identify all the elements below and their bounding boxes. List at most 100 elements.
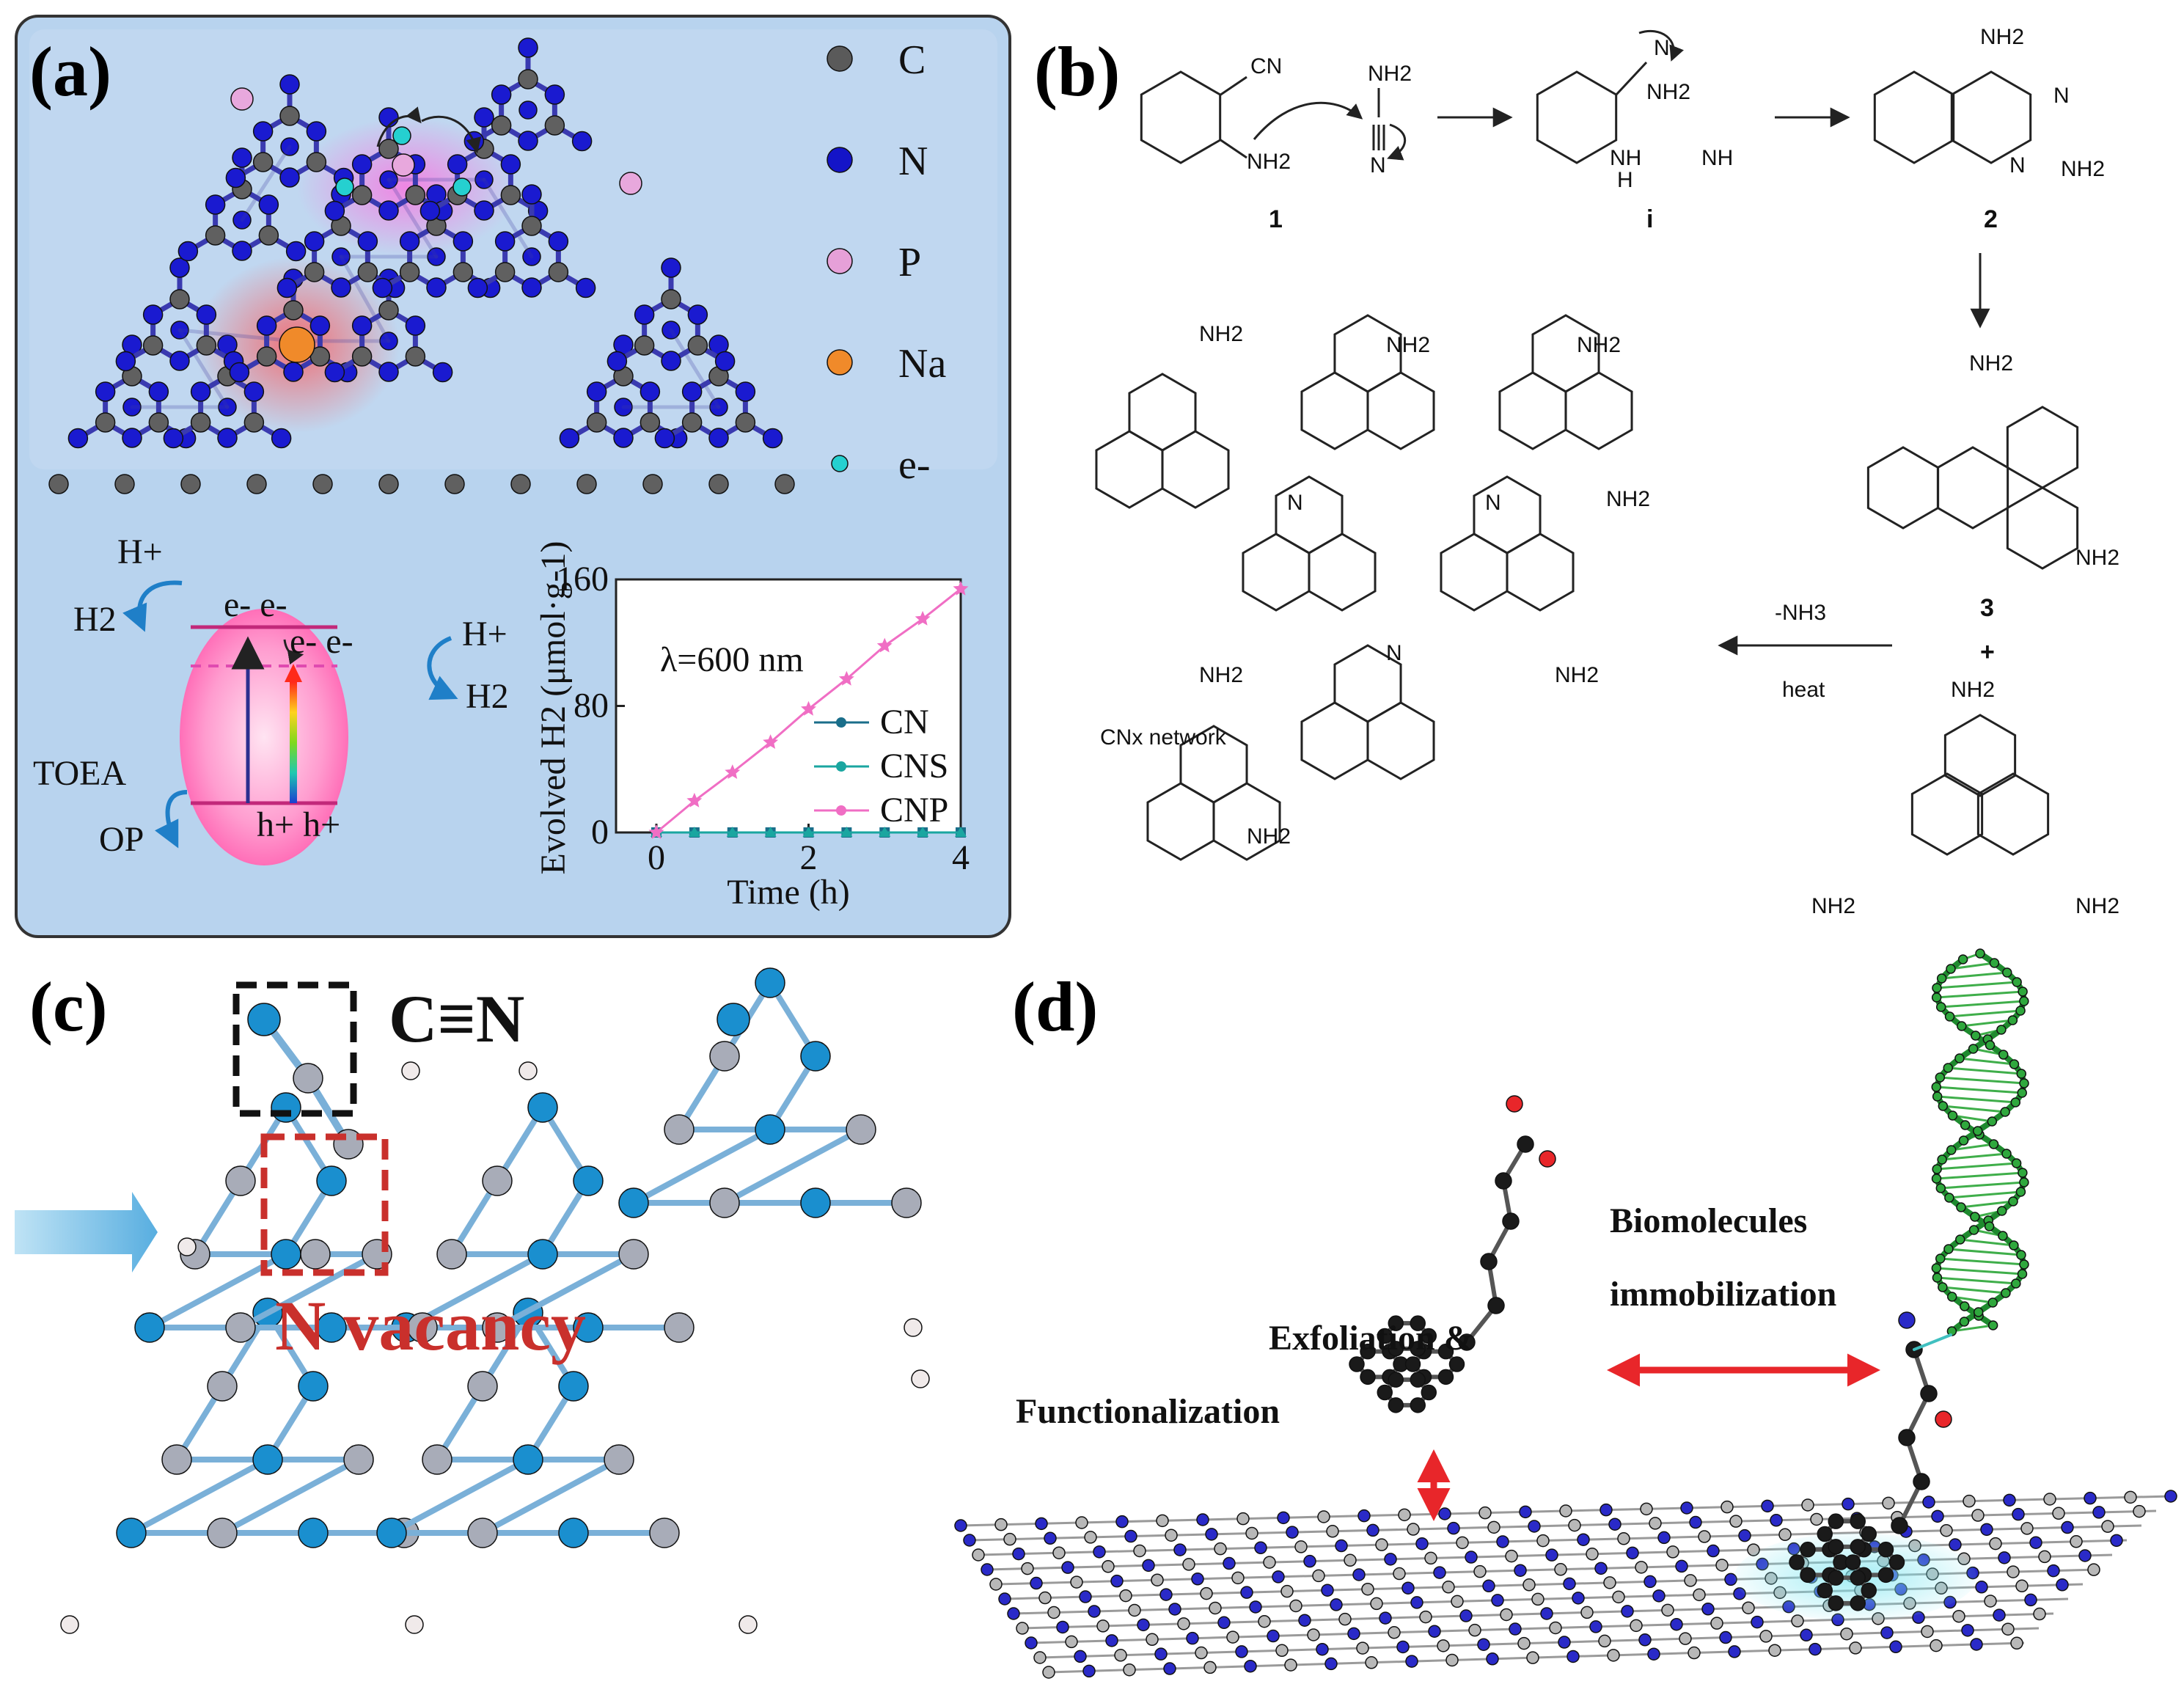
sheet-atom xyxy=(1182,1558,1195,1571)
sheet-atom xyxy=(1074,1650,1087,1663)
sheet-atom xyxy=(1357,1509,1371,1523)
dna-backbone-atom xyxy=(1944,1193,1954,1203)
sheet-atom xyxy=(1401,1581,1415,1595)
dna-backbone-atom xyxy=(1960,1301,1970,1311)
sheet-atom xyxy=(1680,1501,1693,1515)
sheet-atom xyxy=(1626,1546,1639,1560)
carbon-atom xyxy=(681,412,703,433)
sheet-atom xyxy=(1608,1518,1621,1531)
nitrogen-atom xyxy=(298,1518,329,1548)
sheet-atom xyxy=(2078,1549,2092,1562)
nitrogen-atom xyxy=(491,84,512,105)
carbon-atom xyxy=(735,412,756,433)
nitrogen-atom xyxy=(427,247,446,266)
bond xyxy=(1219,76,1247,97)
sheet-atom xyxy=(1761,1499,1774,1513)
sheet-atom xyxy=(1321,1584,1334,1597)
dna-backbone-atom xyxy=(1932,1091,1943,1102)
nitrogen-atom xyxy=(571,131,593,152)
nitrogen-atom xyxy=(755,967,785,998)
nitrogen-atom xyxy=(280,137,299,156)
nitrogen-atom xyxy=(218,398,237,417)
bond xyxy=(1947,1248,2023,1256)
dna-backbone-atom xyxy=(1957,954,1968,964)
adsorbed-pyrene-atom xyxy=(1844,1554,1861,1570)
cnx-nh2: NH2 xyxy=(1199,663,1243,687)
vacancy-adjacent-carbon xyxy=(300,1239,331,1270)
sheet-atom xyxy=(1738,1529,1751,1542)
nitrogen-atom xyxy=(558,1518,589,1548)
sheet-atom xyxy=(1496,1535,1509,1548)
cnx-nh2: NH2 xyxy=(1386,333,1430,357)
nitrogen-atom xyxy=(196,304,217,325)
photocatalysis-mechanism: e- e- e- e- h+ h+ H+ H2 H+ H2 TOEA OP xyxy=(33,532,509,865)
carbon-atom xyxy=(405,346,426,367)
ring-melem-left xyxy=(1910,772,1984,856)
nitrogen-atom xyxy=(634,304,655,325)
compound-label-3: 3 xyxy=(1980,594,1994,622)
sheet-atom xyxy=(1419,1610,1432,1624)
nitrogen-atom xyxy=(527,1092,558,1123)
hydrogen-atom xyxy=(904,1318,923,1337)
sheet-atom xyxy=(1509,1622,1522,1636)
sheet-atom xyxy=(1536,1534,1550,1548)
dna-backbone-atom xyxy=(2019,1259,2029,1270)
sheet-atom xyxy=(2101,1520,2114,1533)
bond xyxy=(1949,962,1996,970)
legend-label-cnp: CNP xyxy=(880,791,948,830)
bond xyxy=(177,328,296,343)
sheet-atom xyxy=(1670,1617,1683,1631)
nitrogen-atom xyxy=(169,351,190,371)
data-point-cnp xyxy=(876,637,893,653)
vacancy-highlight-box xyxy=(260,1133,389,1276)
sheet-atom xyxy=(1151,1573,1164,1586)
carbon-atom xyxy=(205,225,226,246)
sheet-atom xyxy=(1698,1530,1711,1543)
sheet-atom xyxy=(981,1563,994,1576)
sheet-row xyxy=(978,1524,2142,1556)
cnx-ring xyxy=(1300,371,1369,450)
nitrogen-atom xyxy=(379,332,398,351)
sheet-atom xyxy=(1163,1662,1176,1675)
sheet-atom xyxy=(1173,1543,1187,1556)
pyrene-atom xyxy=(1388,1341,1404,1357)
pyrene-atom xyxy=(1410,1397,1426,1413)
bond xyxy=(1941,1152,2008,1161)
sheet-atom xyxy=(972,1548,985,1562)
sheet-atom xyxy=(1649,1517,1662,1530)
linker-carbon xyxy=(1480,1253,1498,1270)
bond xyxy=(1941,1286,2007,1295)
sheet-atom xyxy=(2010,1636,2023,1650)
sheet-atom xyxy=(1146,1633,1159,1647)
cyano-highlight-box xyxy=(232,981,357,1117)
sheet-atom xyxy=(1621,1605,1634,1618)
sheet-atom xyxy=(1223,1556,1236,1570)
dna-backbone-atom xyxy=(2016,1250,2026,1260)
nitrogen-atom xyxy=(708,428,729,448)
sheet-atom xyxy=(2092,1506,2106,1519)
nitrogen-atom xyxy=(232,147,252,168)
chart-xlabel: Time (h) xyxy=(727,873,850,912)
adsorbed-pyrene-atom xyxy=(1800,1567,1816,1584)
sheet-atom xyxy=(1710,1617,1723,1630)
carbon-atom xyxy=(709,1041,740,1072)
carbon-atom xyxy=(351,185,373,205)
sheet-atom xyxy=(1810,1512,1823,1526)
pyrene-atom xyxy=(1360,1343,1376,1360)
sheet-atom xyxy=(1975,1581,1988,1594)
sheet-atom xyxy=(1528,1520,1541,1533)
sheet-atom xyxy=(1729,1515,1743,1528)
adsorbed-pyrene-atom xyxy=(1888,1554,1905,1570)
bond xyxy=(177,328,230,409)
sheet-atom xyxy=(1025,1636,1038,1650)
carbon-atom xyxy=(436,1239,467,1270)
panel-b-label: (b) xyxy=(1034,32,1120,111)
sheet-atom xyxy=(1254,1541,1267,1555)
adsorbed-pyrene-atom xyxy=(1828,1513,1844,1529)
data-point-cns xyxy=(917,827,929,837)
bond xyxy=(1935,1267,2023,1275)
cyano-nitrogen xyxy=(247,1003,281,1036)
sheet-atom xyxy=(1012,1547,1025,1561)
sheet-atom xyxy=(1110,1574,1124,1588)
nitrogen-atom xyxy=(573,1312,604,1343)
